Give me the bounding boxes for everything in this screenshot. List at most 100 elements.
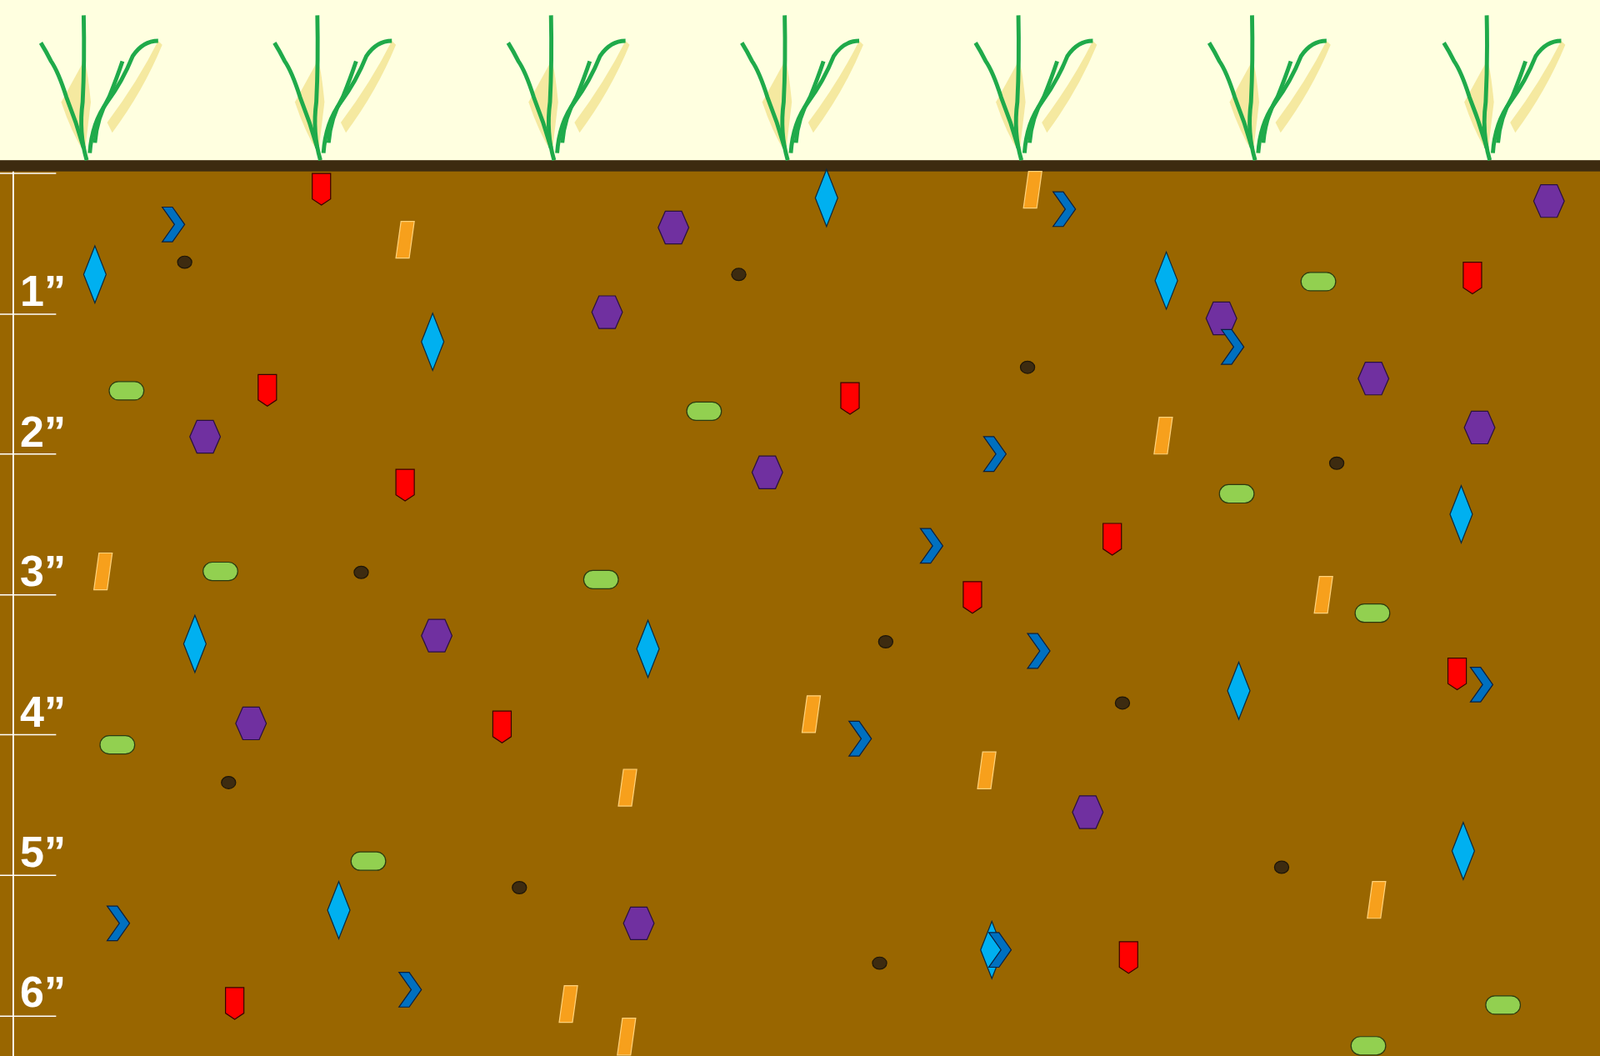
plant-shade <box>295 60 325 153</box>
ruler-tick <box>0 594 56 595</box>
ruler-tick <box>0 875 56 876</box>
orange-fragment <box>801 695 820 733</box>
dark-particle <box>221 776 236 790</box>
orange-fragment <box>977 751 996 789</box>
blue-chevron <box>1053 191 1076 227</box>
plant-leaf <box>1024 40 1093 154</box>
orange-fragment <box>1023 171 1042 209</box>
plant-leaf <box>795 60 824 143</box>
red-shield <box>1448 658 1467 690</box>
blue-diamond <box>183 615 206 673</box>
blue-diamond <box>636 620 660 678</box>
purple-hexagon <box>421 619 453 652</box>
depth-label: 6” <box>20 970 66 1014</box>
orange-fragment <box>395 221 415 259</box>
green-capsule <box>686 401 722 420</box>
depth-label: 4” <box>20 690 66 734</box>
blue-chevron <box>1221 329 1245 365</box>
purple-hexagon <box>1072 795 1104 829</box>
purple-hexagon <box>1358 362 1390 395</box>
green-capsule <box>583 570 619 589</box>
dark-particle <box>1330 456 1345 470</box>
ruler <box>12 171 15 1056</box>
blue-chevron <box>920 528 943 564</box>
green-capsule <box>109 381 145 400</box>
green-capsule <box>1485 995 1521 1015</box>
plant-leaf <box>975 42 1019 148</box>
purple-hexagon <box>658 210 690 244</box>
plant-leaf <box>323 40 392 154</box>
plant-shade <box>762 60 793 153</box>
blue-chevron <box>1470 667 1493 703</box>
red-shield <box>840 382 860 415</box>
green-capsule <box>100 735 135 755</box>
depth-label: 3” <box>20 549 66 593</box>
plant <box>1444 15 1566 160</box>
blue-chevron <box>399 972 422 1008</box>
blue-diamond <box>1227 661 1250 720</box>
green-capsule <box>203 562 239 581</box>
dark-particle <box>512 881 527 895</box>
dark-particle <box>1274 860 1289 874</box>
dark-particle <box>1020 360 1035 374</box>
blue-diamond <box>980 920 1004 979</box>
purple-hexagon <box>1464 410 1495 444</box>
dark-particle <box>872 956 887 970</box>
plant-leaf <box>328 60 356 143</box>
ground-surface <box>0 160 1600 171</box>
plant-leaf <box>95 60 123 143</box>
green-capsule <box>350 851 386 870</box>
green-capsule <box>1350 1036 1386 1055</box>
plant-leaf <box>1498 60 1526 143</box>
orange-fragment <box>617 1018 636 1055</box>
plant-shade <box>1230 60 1260 153</box>
purple-hexagon <box>751 455 783 489</box>
purple-hexagon <box>190 420 221 453</box>
orange-fragment <box>1314 576 1333 614</box>
blue-diamond <box>327 881 350 940</box>
red-shield <box>1119 941 1138 974</box>
dark-particle <box>731 268 746 281</box>
red-shield <box>492 710 511 743</box>
purple-hexagon <box>591 295 623 329</box>
plant <box>741 15 864 160</box>
red-shield <box>258 374 277 406</box>
plant-leaf <box>790 40 860 154</box>
orange-fragment <box>559 985 578 1023</box>
blue-diamond <box>83 245 106 304</box>
plants <box>40 15 1565 160</box>
red-shield <box>395 469 415 501</box>
blue-diamond <box>1450 485 1473 544</box>
ruler-tick <box>0 172 56 174</box>
plant-shade <box>60 60 91 153</box>
ruler-tick <box>0 313 56 315</box>
purple-hexagon <box>623 906 655 940</box>
plant <box>274 15 396 160</box>
dark-particle <box>354 565 369 579</box>
orange-fragment <box>1154 417 1173 455</box>
orange-fragment <box>94 552 113 590</box>
plant-leaf <box>40 42 84 148</box>
plant-leaf <box>741 42 785 148</box>
depth-label: 5” <box>20 830 66 874</box>
plant-leaf <box>508 42 551 148</box>
plant-leaf <box>1492 40 1561 154</box>
blue-diamond <box>815 169 838 227</box>
ruler-tick <box>0 453 56 455</box>
soil-items <box>83 169 1565 1055</box>
orange-fragment <box>1367 881 1386 919</box>
ruler-tick <box>0 1015 56 1017</box>
plant-leaf <box>1263 60 1291 143</box>
plant <box>1209 15 1331 160</box>
green-capsule <box>1219 484 1255 503</box>
blue-chevron <box>849 720 872 756</box>
plant-leaf <box>90 40 159 154</box>
ruler-tick <box>0 734 56 735</box>
plant-leaf <box>1209 42 1252 148</box>
red-shield <box>312 173 331 205</box>
plant-shade <box>528 60 559 153</box>
plant-shade <box>995 60 1026 153</box>
plant <box>40 15 163 160</box>
blue-chevron <box>107 905 130 941</box>
